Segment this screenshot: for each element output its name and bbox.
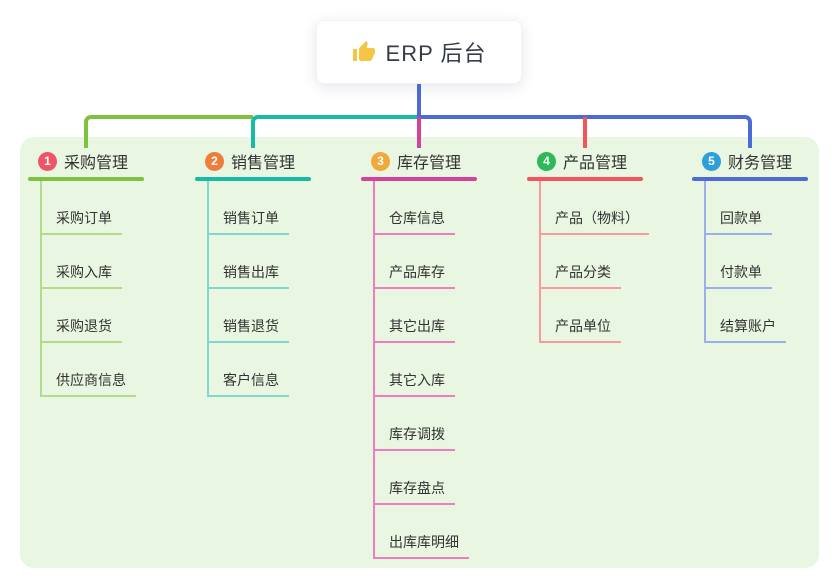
mindmap-item: 结算账户 [706,289,839,343]
root-node-label: ERP 后台 [385,41,487,66]
mindmap-item-label[interactable]: 付款单 [706,262,772,289]
mindmap-item-label[interactable]: 其它出库 [375,316,455,343]
branch-underline [195,177,311,181]
mindmap-item: 库存调拨 [375,397,523,451]
branch-3: 3 库存管理 仓库信息 产品库存 其它出库 其它入库 库存调拨 库存盘点 出库库… [361,145,523,559]
mindmap-item: 销售退货 [209,289,357,343]
connector-branch1-elbow [84,115,253,148]
branch-1: 1 采购管理 采购订单 采购入库 采购退货 供应商信息 [28,145,190,397]
mindmap-item-label[interactable]: 回款单 [706,208,772,235]
branch-header[interactable]: 2 销售管理 [195,145,357,177]
branch-header[interactable]: 5 财务管理 [692,145,839,177]
mindmap-item: 其它入库 [375,343,523,397]
branch-title: 库存管理 [397,155,462,172]
mindmap-item: 采购退货 [42,289,190,343]
branch-4: 4 产品管理 产品（物料） 产品分类 产品单位 [527,145,689,343]
mindmap-item-label[interactable]: 销售退货 [209,316,289,343]
branch-title: 采购管理 [64,155,129,172]
mindmap-item: 库存盘点 [375,451,523,505]
connector-root-vertical [417,84,421,117]
mindmap-item-label[interactable]: 销售订单 [209,208,289,235]
branch-title: 销售管理 [231,155,296,172]
mindmap-item-label[interactable]: 其它入库 [375,370,455,397]
mindmap-background-panel [20,137,819,568]
branch-items: 仓库信息 产品库存 其它出库 其它入库 库存调拨 库存盘点 出库库明细 [373,181,523,559]
branch-items: 销售订单 销售出库 销售退货 客户信息 [207,181,357,397]
mindmap-item: 产品（物料） [541,181,689,235]
root-node-erp[interactable]: ERP 后台 [316,20,522,84]
connector-branch4-drop [583,117,587,148]
branch-items: 产品（物料） 产品分类 产品单位 [539,181,689,343]
mindmap-item: 采购订单 [42,181,190,235]
mindmap-item-label[interactable]: 出库库明细 [375,532,469,559]
mindmap-item-label[interactable]: 客户信息 [209,370,289,397]
mindmap-item-label[interactable]: 销售出库 [209,262,289,289]
branch-title: 财务管理 [728,155,793,172]
mindmap-item-label[interactable]: 库存调拨 [375,424,455,451]
connector-branch3-drop [417,117,421,148]
mindmap-item-label[interactable]: 采购订单 [42,208,122,235]
branch-header[interactable]: 3 库存管理 [361,145,523,177]
mindmap-item-label[interactable]: 采购入库 [42,262,122,289]
mindmap-item: 出库库明细 [375,505,523,559]
mindmap-item: 产品分类 [541,235,689,289]
branch-5: 5 财务管理 回款单 付款单 结算账户 [692,145,839,343]
mindmap-item: 产品库存 [375,235,523,289]
mindmap-item-label[interactable]: 产品（物料） [541,208,649,235]
mindmap-item: 销售出库 [209,235,357,289]
mindmap-item: 回款单 [706,181,839,235]
branch-header[interactable]: 1 采购管理 [28,145,190,177]
mindmap-item: 仓库信息 [375,181,523,235]
mindmap-item: 产品单位 [541,289,689,343]
mindmap-item-label[interactable]: 结算账户 [706,316,786,343]
mindmap-item: 销售订单 [209,181,357,235]
branch-underline [361,177,477,181]
branch-number-badge: 4 [537,151,556,171]
branch-number-badge: 5 [702,151,721,171]
mindmap-item-label[interactable]: 产品分类 [541,262,621,289]
mindmap-item-label[interactable]: 仓库信息 [375,208,455,235]
branch-underline [28,177,144,181]
mindmap-item-label[interactable]: 采购退货 [42,316,122,343]
mindmap-item-label[interactable]: 供应商信息 [42,370,136,397]
branch-header[interactable]: 4 产品管理 [527,145,689,177]
branch-number-badge: 3 [371,151,390,171]
connector-branch2-elbow [251,115,419,148]
thumbs-up-icon [352,41,375,61]
mindmap-item-label[interactable]: 产品单位 [541,316,621,343]
mindmap-item: 付款单 [706,235,839,289]
mindmap-item: 客户信息 [209,343,357,397]
branch-items: 采购订单 采购入库 采购退货 供应商信息 [40,181,190,397]
mindmap-item: 其它出库 [375,289,523,343]
branch-underline [527,177,643,181]
mindmap-item: 供应商信息 [42,343,190,397]
branch-number-badge: 1 [38,151,57,171]
branch-underline [692,177,808,181]
mindmap-item: 采购入库 [42,235,190,289]
branch-number-badge: 2 [205,151,224,171]
branch-2: 2 销售管理 销售订单 销售出库 销售退货 客户信息 [195,145,357,397]
mindmap-item-label[interactable]: 产品库存 [375,262,455,289]
mindmap-item-label[interactable]: 库存盘点 [375,478,455,505]
branch-items: 回款单 付款单 结算账户 [704,181,839,343]
branch-title: 产品管理 [563,155,628,172]
